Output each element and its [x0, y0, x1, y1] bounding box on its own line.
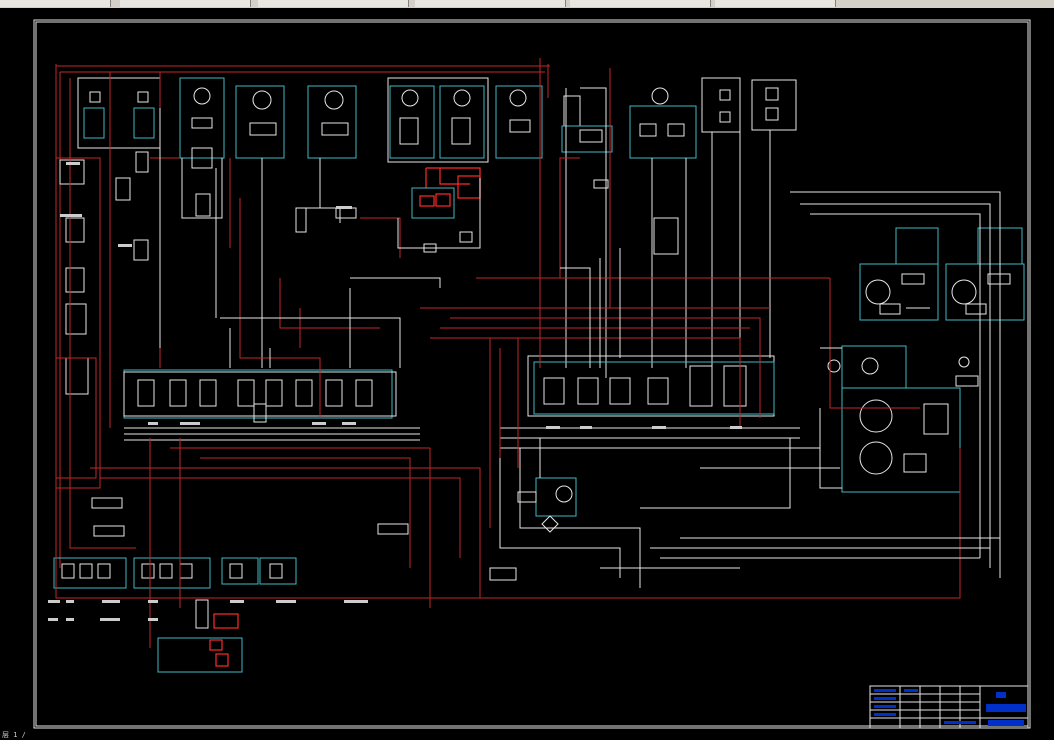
- valve-icon: [137, 379, 155, 407]
- motor-icon: [453, 89, 471, 107]
- motor-unit-2: [235, 85, 285, 368]
- pump-units-right-top: [790, 191, 1025, 578]
- layer-indicator: 层 1 /: [2, 731, 26, 739]
- filter-icon: [541, 515, 559, 533]
- annotation-marks: [48, 162, 742, 621]
- valve-icon: [169, 379, 187, 407]
- valve-icon: [295, 379, 313, 407]
- valve-icon: [355, 379, 373, 407]
- status-bar: 层 1 /: [0, 731, 1054, 739]
- drawing-border: [33, 19, 1031, 729]
- filter-icon: [827, 359, 841, 373]
- valve-icon: [689, 365, 713, 407]
- motor-unit-4-5: [387, 77, 489, 163]
- main-valve-block-right: [500, 355, 820, 449]
- valve-icon: [543, 377, 565, 405]
- title-block: [869, 685, 1029, 729]
- pump-icon: [951, 279, 977, 305]
- pump-unit-right: [629, 87, 697, 368]
- lower-valve-banks: [53, 497, 517, 589]
- valve-icon: [609, 377, 631, 405]
- pump-icon: [865, 279, 891, 305]
- pump-icon: [651, 87, 669, 105]
- lower-red-valve-group: [157, 599, 243, 673]
- valve-unit-right-2: [701, 77, 797, 368]
- main-valve-block-left: [123, 369, 420, 441]
- hydraulic-diagram: [33, 19, 1031, 729]
- motor-icon: [401, 89, 419, 107]
- valve-icon: [723, 365, 747, 407]
- tab-segment[interactable]: [120, 0, 251, 7]
- drawing-canvas[interactable]: [0, 8, 1054, 732]
- tab-segment[interactable]: [415, 0, 566, 7]
- valve-icon: [647, 377, 669, 405]
- motor-icon: [252, 90, 272, 110]
- pump-icon: [859, 399, 893, 433]
- valve-icon: [265, 379, 283, 407]
- white-pipelines: [159, 108, 1000, 588]
- relief-valve-assembly: [411, 167, 481, 253]
- center-pump-filter: [517, 477, 577, 533]
- valve-icon: [577, 377, 599, 405]
- valve-unit-right-1: [561, 87, 613, 378]
- tab-segment[interactable]: [258, 0, 409, 7]
- tab-segment[interactable]: [715, 0, 836, 7]
- pump-units-right-main: [827, 345, 979, 493]
- motor-icon: [509, 89, 527, 107]
- motor-icon: [193, 87, 211, 105]
- pump-icon: [859, 441, 893, 475]
- drawing-inner-border: [35, 21, 1029, 727]
- motor-unit-3: [295, 85, 357, 233]
- motor-icon: [324, 90, 344, 110]
- actuator-group-left: [56, 65, 550, 568]
- valve-icon: [199, 379, 217, 407]
- red-pipelines: [55, 58, 961, 648]
- tab-segment[interactable]: [570, 0, 711, 7]
- motor-unit-1: [179, 77, 225, 219]
- motor-unit-6: [495, 85, 543, 159]
- tab-segment[interactable]: [0, 0, 111, 7]
- valve-icon: [237, 379, 255, 407]
- pump-icon: [555, 485, 573, 503]
- valve-icon: [325, 379, 343, 407]
